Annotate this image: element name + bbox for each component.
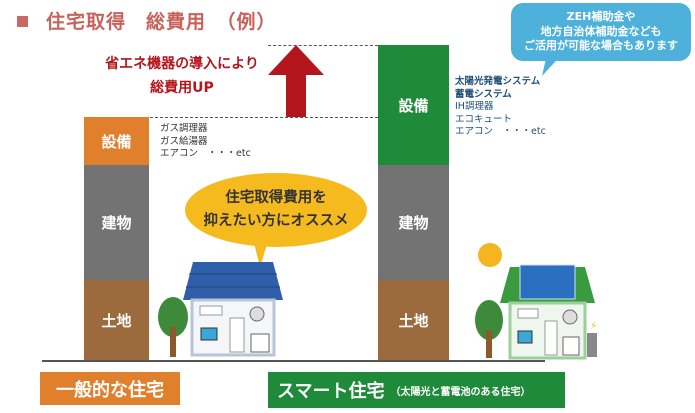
smart-building-segment: 建物 [378,165,449,280]
general-building-segment: 建物 [84,165,149,280]
increase-note-line: 総費用UP [150,80,214,96]
bubble-line: ZEH補助金や [566,10,636,23]
bubble-line: 住宅取得費用を [225,190,327,206]
list-item: ガス調理器 [160,123,208,134]
list-item: 蓄電システム [455,88,512,100]
list-item: エアコン ・・・etc [160,148,251,159]
up-arrow-icon [268,45,324,117]
smart-house-label-sub: （太陽光と蓄電池のある住宅） [390,386,531,398]
list-item: ガス給湯器 [160,135,208,147]
list-item: 太陽光発電システム [455,76,541,87]
smart-house-label: スマート住宅 （太陽光と蓄電池のある住宅） [268,372,565,408]
general-equipment-list: ガス調理器 ガス給湯器 エアコン ・・・etc [160,123,251,161]
general-equipment-segment: 設備 [84,117,149,165]
title-bullet [17,16,28,27]
smart-house-illustration: ⚡ [475,243,597,360]
smart-house-label-main: スマート住宅 [277,381,385,402]
recommend-bubble: 住宅取得費用を 抑えたい方にオススメ [185,173,367,247]
list-item: エコキュート [455,113,513,125]
smart-equipment-segment: 設備 [378,45,449,165]
smart-land-segment: 土地 [378,280,449,360]
mid-dashed-line [150,117,378,118]
list-item: IH調理器 [455,101,494,112]
increase-note-line: 省エネ機器の導入により [105,56,259,72]
general-house-label: 一般的な住宅 [40,372,180,405]
bubble-line: 抑えたい方にオススメ [203,213,349,229]
general-house-illustration [158,262,283,357]
list-item: エアコン ・・・etc [455,126,546,137]
svg-text:⚡: ⚡ [590,321,597,332]
bubble-line: ご活用が可能な場合もあります [524,39,678,52]
ground-line [42,360,545,362]
bubble-line: 地方自治体補助金なども [540,24,662,38]
top-dashed-line [268,45,378,46]
smart-equipment-list: 太陽光発電システム 蓄電システム IH調理器 エコキュート エアコン ・・・et… [455,76,546,139]
increase-note: 省エネ機器の導入により 総費用UP [82,52,282,100]
subsidy-bubble: ZEH補助金や 地方自治体補助金なども ご活用が可能な場合もあります [511,3,691,61]
page-title: 住宅取得 総費用 （例） [46,11,277,33]
general-land-segment: 土地 [84,280,149,360]
